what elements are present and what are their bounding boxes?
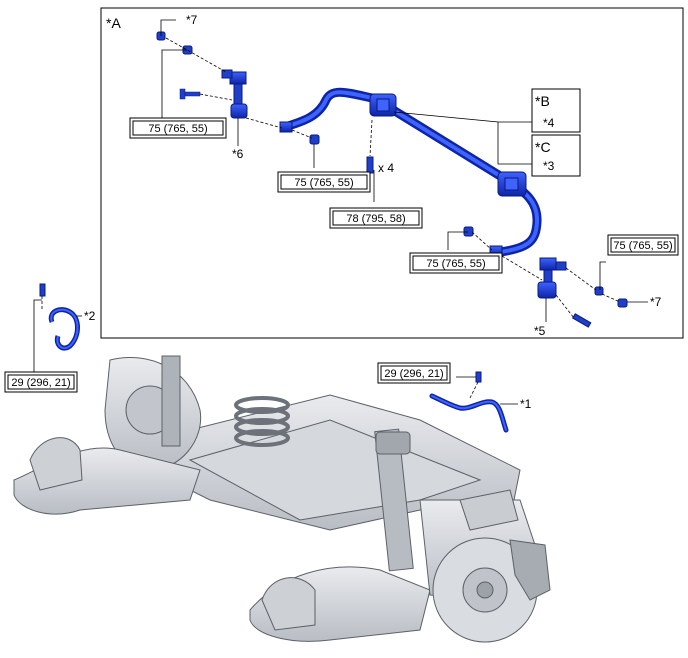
callout-4-text: *4 <box>543 116 555 130</box>
shock-right-mount <box>375 431 411 455</box>
callout-b: *B <box>535 93 550 109</box>
stabilizer-bushing-upper <box>369 93 397 117</box>
nut-center <box>309 134 320 145</box>
inset-label: *A <box>106 15 121 31</box>
nut-right-outer <box>617 298 628 308</box>
sensor-clamp-left <box>39 283 80 351</box>
bracket-bolt <box>366 156 374 174</box>
callout-7-top: *7 <box>186 13 198 27</box>
bracket-right <box>459 489 519 531</box>
spring-seat-right <box>261 577 316 631</box>
spring-seat-left <box>29 437 83 491</box>
callout-2: *2 <box>84 309 96 323</box>
torque-5: 75 (765, 55) <box>613 240 672 252</box>
torque-box-3: 78 (795, 58) <box>329 207 423 229</box>
callout-box-b <box>531 88 581 133</box>
torque-box-5: 75 (765, 55) <box>607 234 679 256</box>
rear-suspension-assembly <box>13 355 551 643</box>
torque-box-6: 29 (296, 21) <box>4 371 78 393</box>
callout-box-c <box>531 134 581 177</box>
torque-2: 75 (765, 55) <box>294 177 353 189</box>
torque-box-1: 75 (765, 55) <box>129 117 227 139</box>
callout-5: *5 <box>534 324 546 338</box>
callout-3-text: *3 <box>543 159 555 173</box>
torque-4: 75 (765, 55) <box>426 258 485 270</box>
stabilizer-link-left <box>221 69 248 119</box>
callout-c: *C <box>535 139 551 155</box>
assembly-lines <box>165 37 621 319</box>
bolt-left <box>179 88 201 100</box>
quantity-label: x 4 <box>378 161 394 175</box>
coil-spring <box>234 396 290 447</box>
bar-end-left <box>279 121 293 133</box>
nut-right-upper <box>463 226 474 237</box>
shock-left <box>161 355 181 447</box>
callout-7-right: *7 <box>650 295 662 309</box>
leader-lines-left <box>33 296 82 372</box>
torque-7: 29 (296, 21) <box>384 368 443 380</box>
leader-lines-right <box>456 376 518 405</box>
shock-right <box>374 428 414 572</box>
callout-1: *1 <box>520 397 532 411</box>
torque-1: 75 (765, 55) <box>148 123 207 135</box>
torque-box-4: 75 (765, 55) <box>409 252 503 274</box>
sensor-harness-right <box>429 371 509 433</box>
bolt-right <box>572 313 592 328</box>
leader-lines <box>160 19 648 322</box>
stabilizer-link-right <box>537 257 567 299</box>
hub-right-center <box>476 581 494 599</box>
torque-box-7: 29 (296, 21) <box>377 362 451 384</box>
torque-box-2: 75 (765, 55) <box>277 171 371 193</box>
stabilizer-bushing-lower <box>497 171 527 197</box>
brake-caliper-right <box>509 539 551 601</box>
inset-frame <box>100 7 684 339</box>
torque-3: 78 (795, 58) <box>346 213 405 225</box>
nut-right <box>594 286 604 296</box>
callout-6: *6 <box>232 147 244 161</box>
torque-6: 29 (296, 21) <box>11 377 70 389</box>
